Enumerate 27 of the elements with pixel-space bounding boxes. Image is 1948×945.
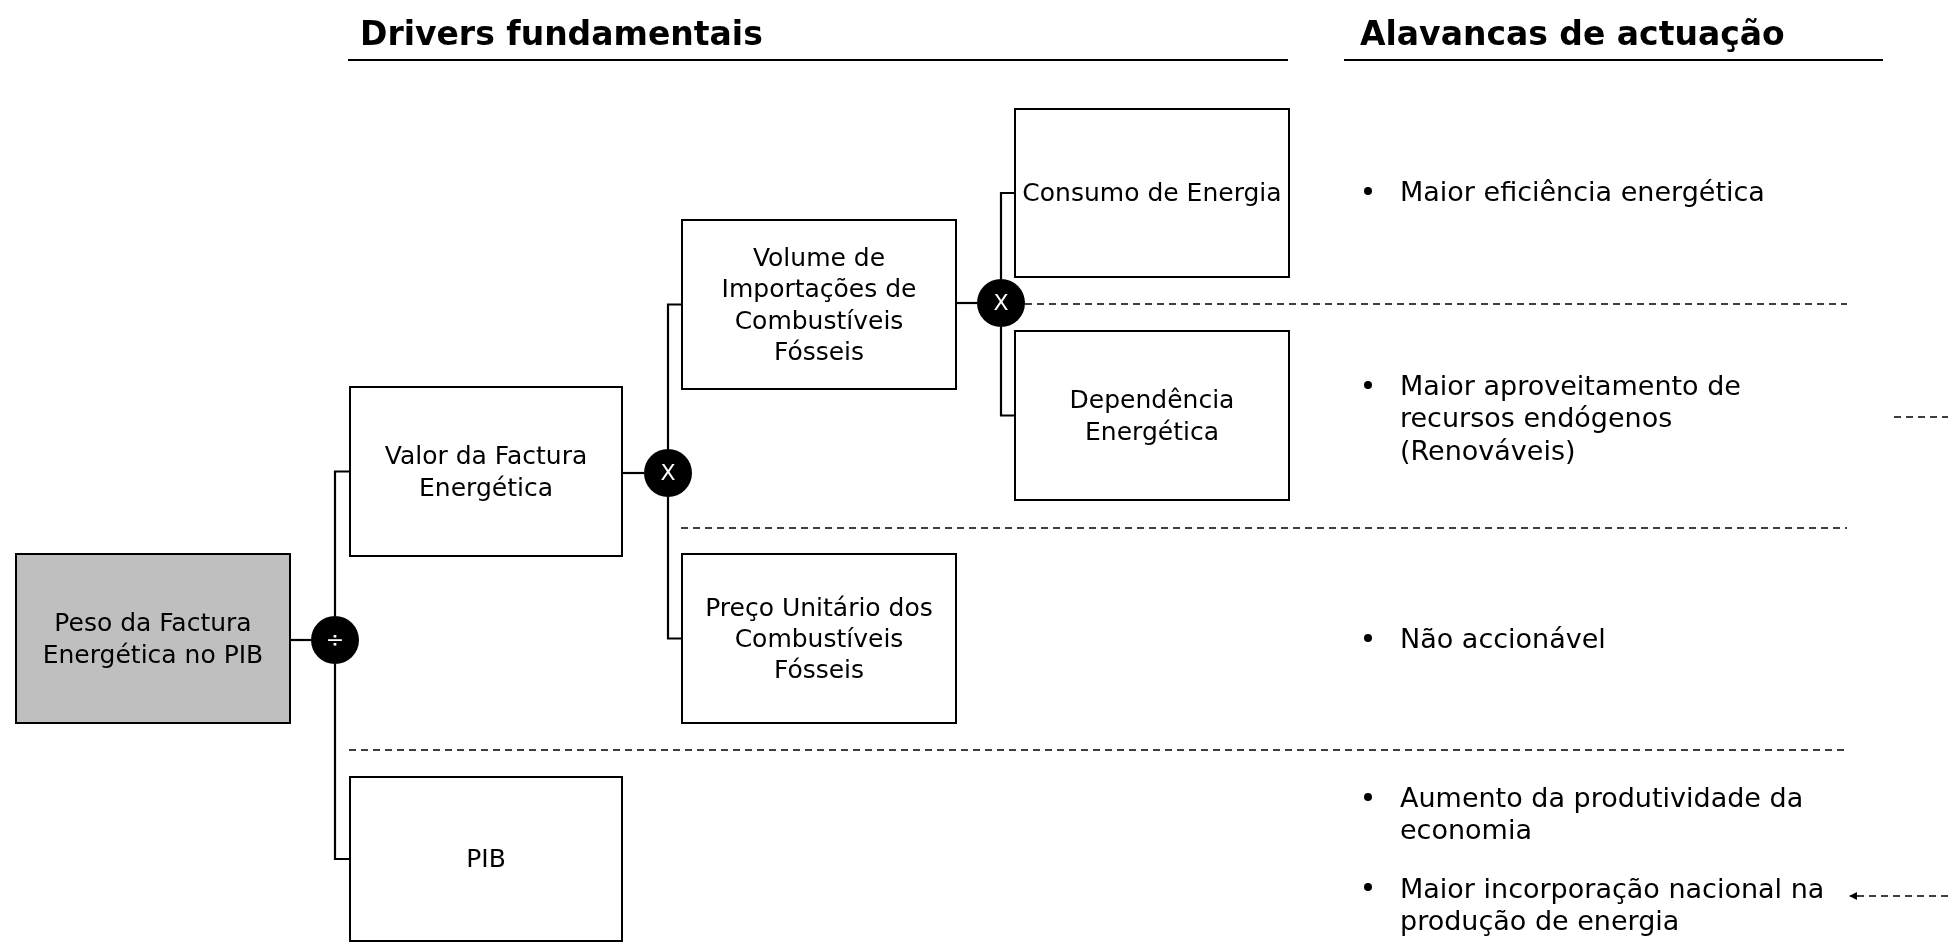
operator-circle: X (644, 449, 692, 497)
process-box: Valor da Factura Energética (349, 386, 623, 557)
connector-line (291, 638, 311, 642)
lever-text: Maior aproveitamento de recursos endógenos (Renováveis) (1400, 370, 1742, 468)
connector-line (957, 301, 977, 305)
column-heading: Alavancas de actuação (1360, 14, 1785, 53)
connector-line (333, 664, 349, 861)
operator-circle: X (977, 279, 1025, 327)
process-box: Peso da Factura Energética no PIB (15, 553, 291, 724)
process-box: Consumo de Energia (1014, 108, 1290, 278)
lever-text: Maior eficiência energética (1400, 176, 1766, 209)
process-box: Preço Unitário dos Combustíveis Fósseis (681, 553, 957, 724)
arrow (1849, 892, 1948, 900)
process-box: PIB (349, 776, 623, 942)
lever-text: Não accionável (1400, 623, 1607, 656)
connector-line (999, 191, 1014, 279)
lever-text: Maior incorporação nacional na produção de energia (1400, 872, 1850, 938)
lever-text: Aumento da produtividade da economia (1400, 782, 1805, 847)
connector-line (333, 470, 349, 616)
process-box: Dependência Energética (1014, 330, 1290, 501)
connector-line (623, 471, 644, 475)
connector-line (666, 303, 681, 449)
operator-circle: ÷ (311, 616, 359, 664)
connector-line (666, 497, 681, 640)
process-box: Volume de Importações de Combustíveis Fósseis (681, 219, 957, 390)
connector-line (999, 327, 1014, 417)
column-heading: Drivers fundamentais (360, 14, 763, 53)
